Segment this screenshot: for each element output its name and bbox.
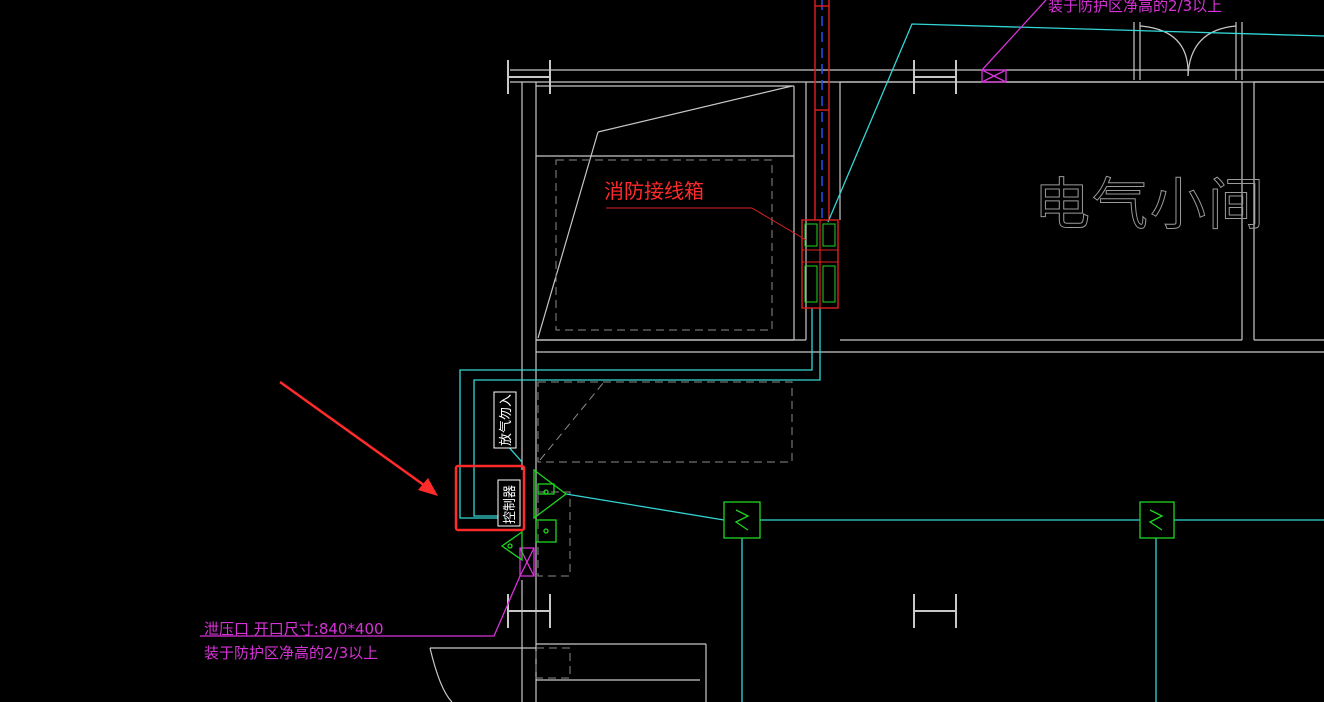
vent-top-note: 装于防护区净高的2/3以上: [1048, 0, 1222, 15]
spray-warning-label: 放气勿入: [498, 394, 514, 446]
relief-vent-note-line2: 装于防护区净高的2/3以上: [204, 644, 378, 662]
shaft-red-lines: [814, 0, 830, 220]
cyan-wiring: [459, 23, 1324, 702]
room-label: 电气小间: [1034, 173, 1266, 238]
wall-lines: [429, 22, 1324, 702]
pointer-arrow-head: [418, 478, 438, 496]
fire-devices: [500, 468, 1175, 562]
pointer-arrow-shaft: [279, 380, 429, 490]
label-boxes: [493, 391, 521, 527]
relief-vent-note-line1: 泄压口 开口尺寸:840*400: [204, 620, 384, 638]
highlight-box: [454, 464, 526, 532]
fire-junction-box-label: 消防接线箱: [604, 179, 704, 203]
controller-label: 控制器: [503, 485, 518, 524]
annotation-overlay: [279, 380, 526, 532]
relief-vent-graphics: [200, 0, 1047, 637]
column-symbols: [507, 60, 957, 628]
fire-junction-box-panel: [606, 207, 839, 309]
dashed-equipment-outlines: [535, 159, 793, 679]
